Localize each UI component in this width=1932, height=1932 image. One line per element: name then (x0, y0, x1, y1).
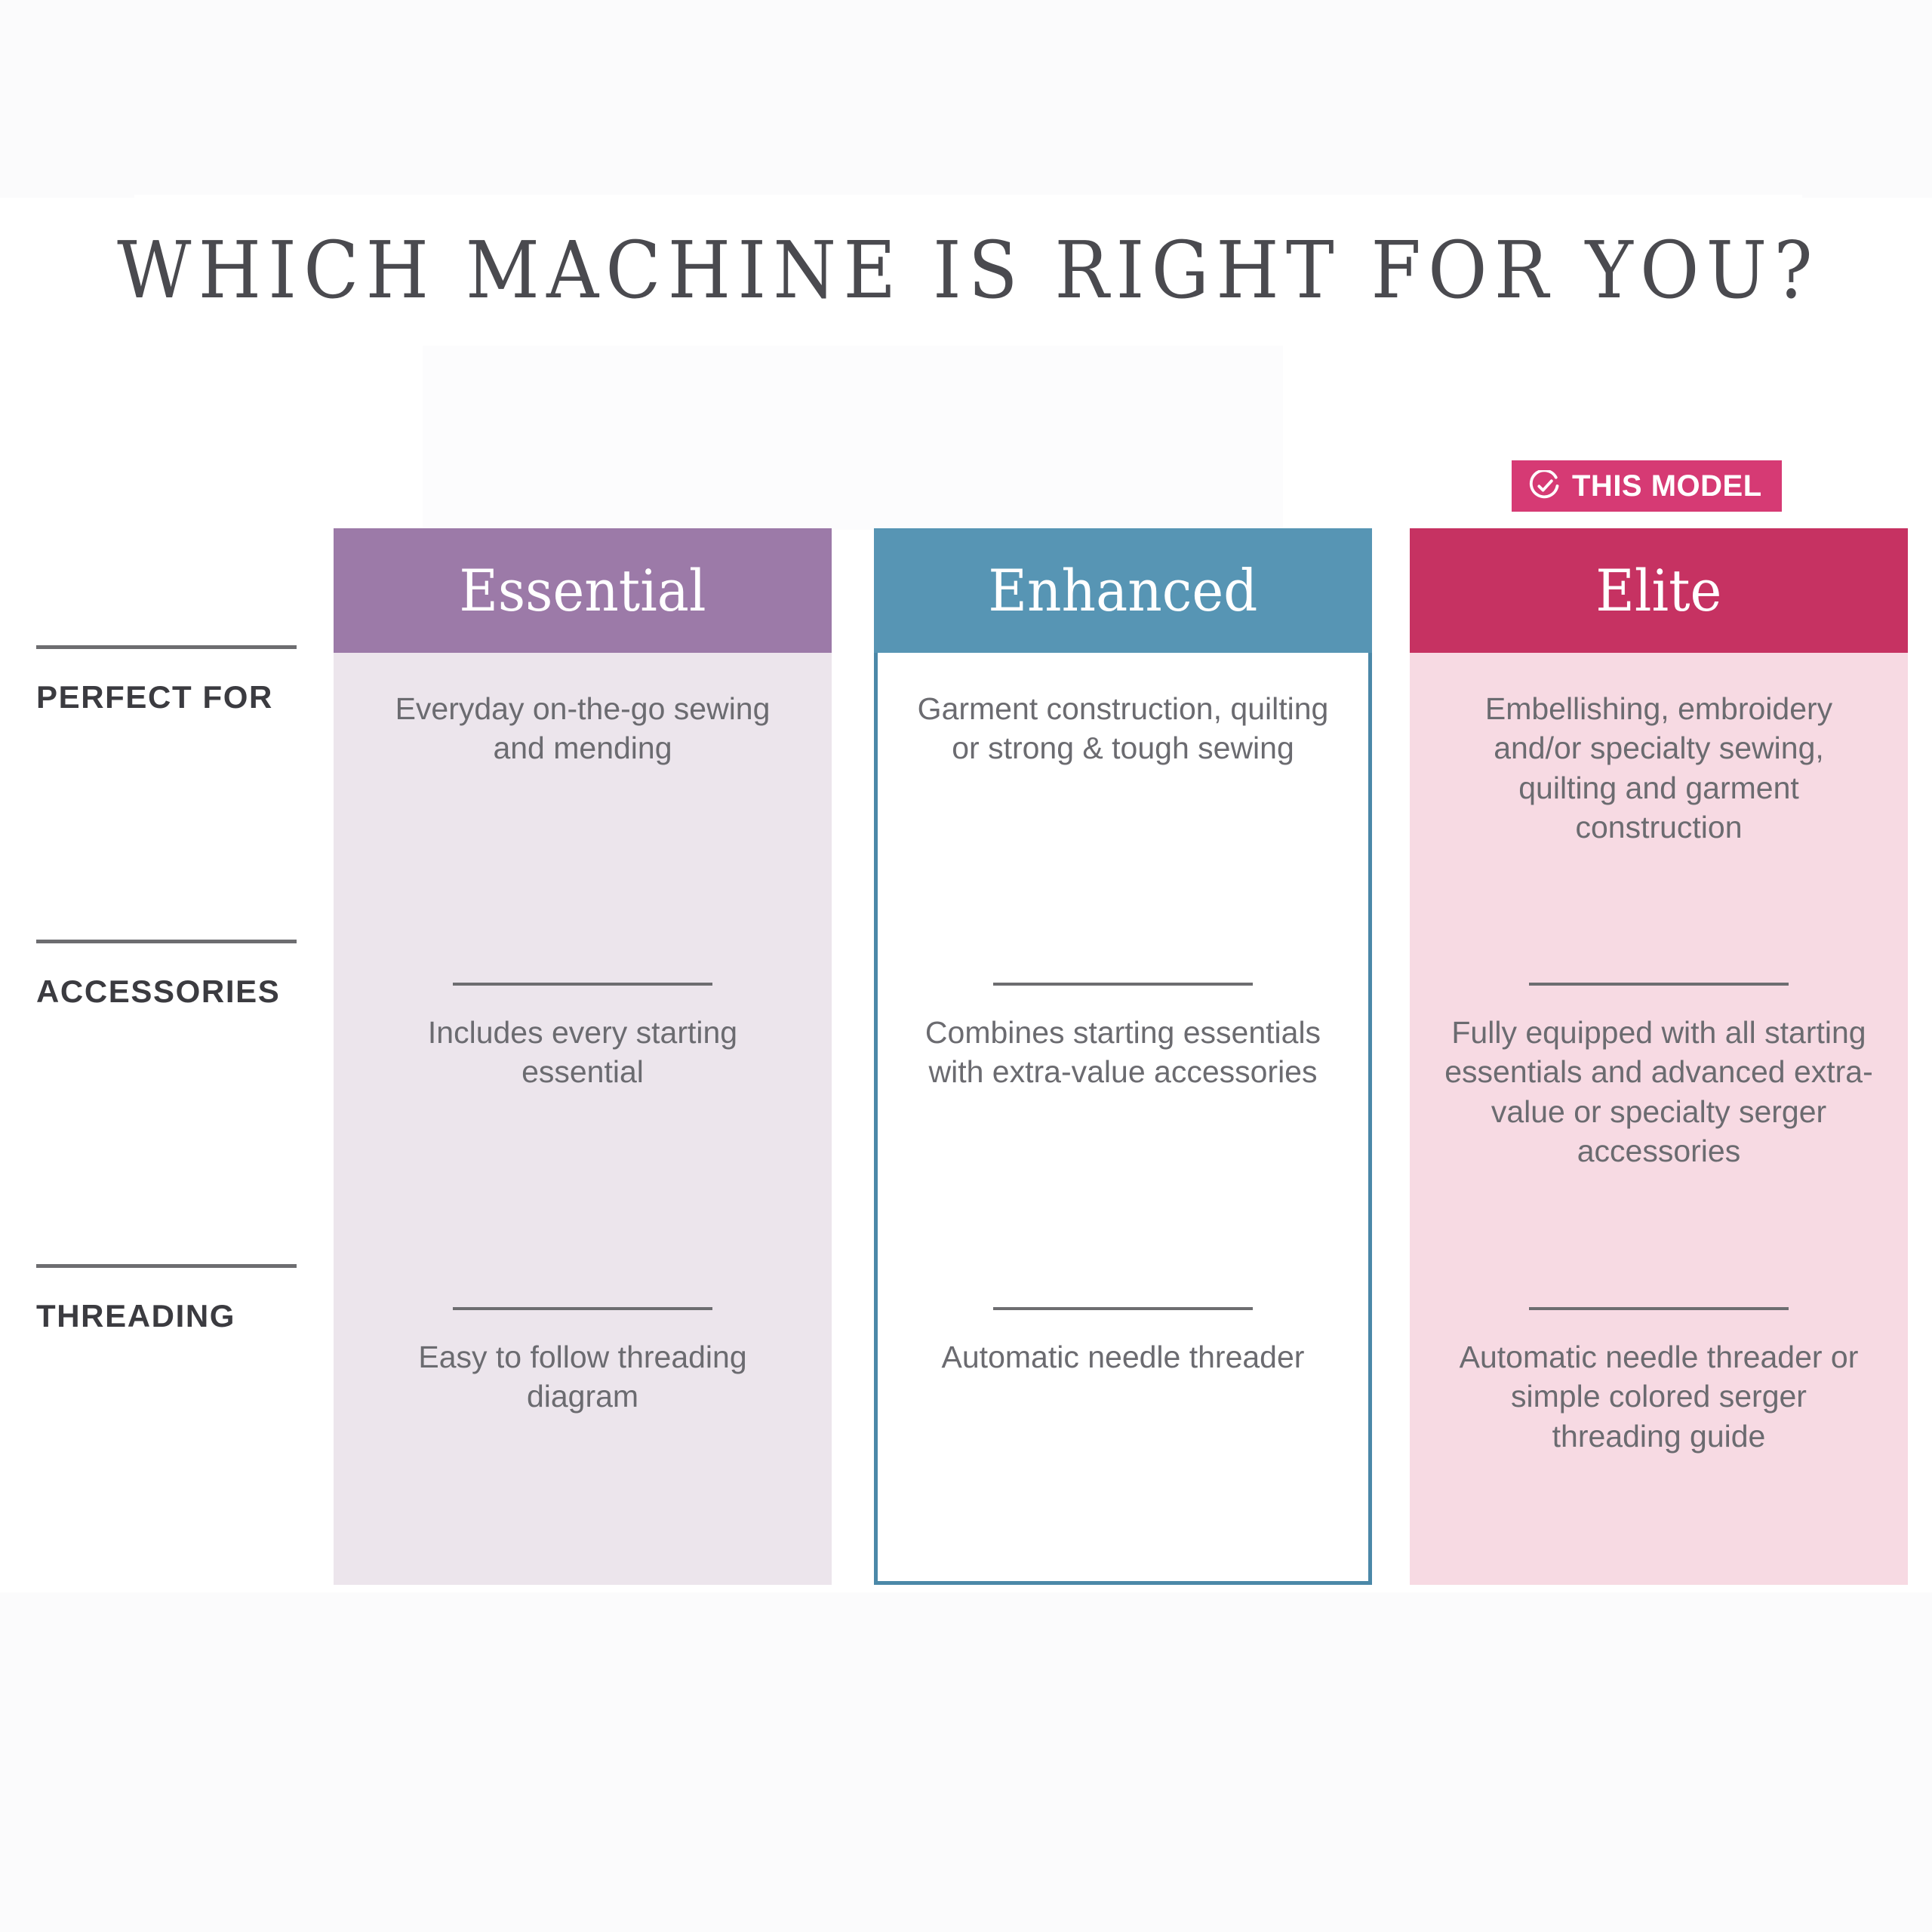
column-title: Essential (459, 556, 706, 624)
cell-text: Fully equipped with all starting essenti… (1444, 1015, 1873, 1169)
cell-divider (453, 1307, 712, 1310)
column-body-enhanced: Garment construction, quilting or strong… (874, 653, 1372, 1585)
this-model-badge: THIS MODEL (1512, 460, 1782, 512)
row-label-divider (36, 645, 297, 649)
cell-elite-accessories: Fully equipped with all starting essenti… (1417, 951, 1900, 1275)
cell-enhanced-perfect-for: Garment construction, quilting or strong… (885, 653, 1361, 951)
cell-text: Embellishing, embroidery and/or specialt… (1484, 691, 1833, 845)
background-band-bottom (0, 1592, 1932, 1932)
column-body-essential: Everyday on-the-go sewing and mending In… (334, 653, 832, 1585)
cell-text: Includes every starting essential (427, 1015, 738, 1090)
cell-text: Automatic needle threader or simple colo… (1459, 1340, 1859, 1454)
cell-essential-threading: Easy to follow threading diagram (341, 1275, 824, 1585)
column-enhanced[interactable]: Enhanced Garment construction, quilting … (874, 528, 1372, 1585)
page-title-band: WHICH MACHINE IS RIGHT FOR YOU? (117, 195, 1813, 346)
column-title: Enhanced (988, 556, 1258, 624)
column-body-elite: Embellishing, embroidery and/or specialt… (1410, 653, 1908, 1585)
cell-divider (993, 983, 1253, 986)
cell-text: Garment construction, quilting or strong… (917, 691, 1329, 766)
cell-divider (1529, 983, 1789, 986)
cell-divider (1529, 1307, 1789, 1310)
row-label-perfect-for: PERFECT FOR (36, 645, 297, 715)
row-label-divider (36, 1264, 297, 1268)
page-title: WHICH MACHINE IS RIGHT FOR YOU? (117, 224, 1820, 316)
cell-elite-threading: Automatic needle threader or simple colo… (1417, 1275, 1900, 1585)
column-title: Elite (1595, 556, 1722, 624)
row-label-text: THREADING (36, 1298, 236, 1334)
column-essential[interactable]: Essential Everyday on-the-go sewing and … (334, 528, 832, 1585)
cell-text: Combines starting essentials with extra-… (924, 1015, 1321, 1090)
cell-enhanced-accessories: Combines starting essentials with extra-… (885, 951, 1361, 1275)
row-label-text: PERFECT FOR (36, 679, 273, 715)
cell-divider (453, 983, 712, 986)
cell-text: Easy to follow threading diagram (418, 1340, 747, 1414)
cell-elite-perfect-for: Embellishing, embroidery and/or specialt… (1417, 653, 1900, 951)
row-label-accessories: ACCESSORIES (36, 940, 297, 1010)
background-band-top (0, 0, 1932, 198)
row-label-text: ACCESSORIES (36, 974, 281, 1009)
comparison-columns: Essential Everyday on-the-go sewing and … (0, 528, 1932, 1585)
row-label-threading: THREADING (36, 1264, 297, 1334)
column-header-essential: Essential (334, 528, 832, 653)
column-header-elite: Elite (1410, 528, 1908, 653)
cell-enhanced-threading: Automatic needle threader (885, 1275, 1361, 1585)
column-header-enhanced: Enhanced (874, 528, 1372, 653)
cell-divider (993, 1307, 1253, 1310)
cell-text: Automatic needle threader (941, 1340, 1305, 1374)
cell-essential-perfect-for: Everyday on-the-go sewing and mending (341, 653, 824, 951)
this-model-badge-label: THIS MODEL (1572, 469, 1762, 503)
row-label-divider (36, 940, 297, 943)
column-elite[interactable]: Elite Embellishing, embroidery and/or sp… (1410, 528, 1908, 1585)
cell-essential-accessories: Includes every starting essential (341, 951, 824, 1275)
check-circle-icon (1528, 470, 1560, 502)
cell-text: Everyday on-the-go sewing and mending (395, 691, 771, 766)
